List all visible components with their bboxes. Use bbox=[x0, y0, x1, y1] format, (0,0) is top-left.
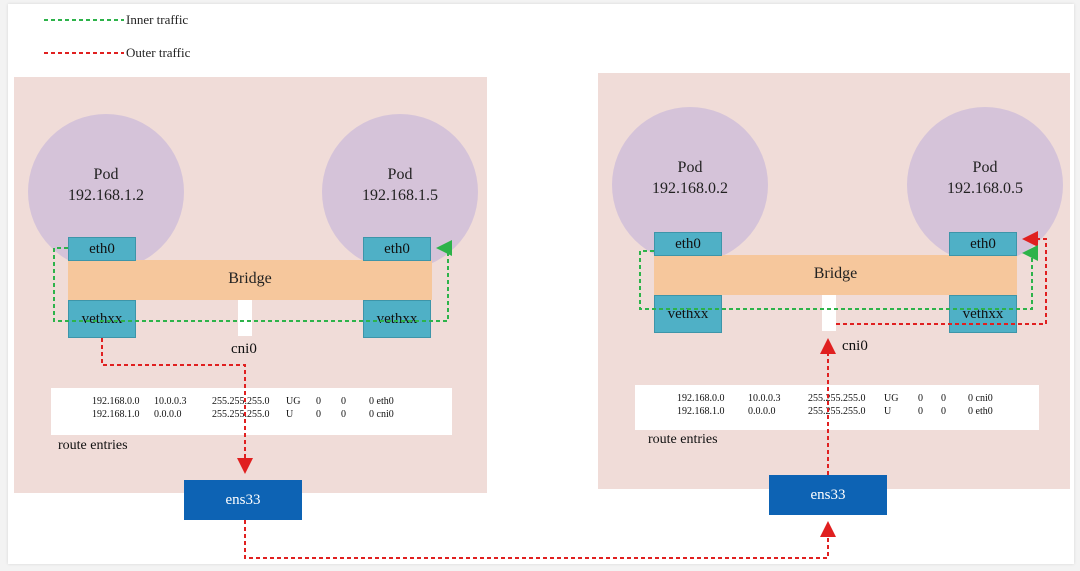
right-bridge-label: Bridge bbox=[813, 265, 858, 282]
left-veth-left: vethxx bbox=[68, 300, 136, 338]
left-pod-1-ip: 192.168.1.2 bbox=[68, 187, 144, 204]
inter-host-traffic-path bbox=[244, 520, 836, 559]
legend-inner-label: Inner traffic bbox=[126, 12, 189, 27]
left-cni0-label: cni0 bbox=[231, 341, 257, 357]
right-pod-2-title: Pod bbox=[972, 159, 998, 176]
left-pod-2-title: Pod bbox=[387, 166, 413, 183]
left-pod-1-title: Pod bbox=[93, 166, 119, 183]
right-veth-left: vethxx bbox=[654, 295, 722, 333]
right-route-row-2: 192.168.1.0 0.0.0.0 255.255.255.0 U 0 0 … bbox=[677, 406, 993, 417]
left-route-row-2: 192.168.1.0 0.0.0.0 255.255.255.0 U 0 0 … bbox=[92, 409, 394, 420]
left-route-table: 192.168.0.0 10.0.0.3 255.255.255.0 UG 0 … bbox=[51, 388, 452, 435]
legend-outer-label: Outer traffic bbox=[126, 45, 191, 60]
left-cni0-port bbox=[238, 300, 252, 336]
left-veth-right: vethxx bbox=[363, 300, 431, 338]
right-eth0-left: eth0 bbox=[654, 232, 722, 256]
right-route-row-1: 192.168.0.0 10.0.0.3 255.255.255.0 UG 0 … bbox=[677, 393, 993, 404]
right-cni0-port bbox=[822, 295, 836, 331]
right-eth0-right: eth0 bbox=[949, 232, 1017, 256]
left-eth0-right: eth0 bbox=[363, 237, 431, 261]
right-ens33-interface: ens33 bbox=[769, 475, 887, 515]
legend-inner-line bbox=[44, 19, 124, 21]
diagram-canvas: Inner traffic Outer traffic Pod 192.168.… bbox=[8, 4, 1074, 564]
right-route-table: 192.168.0.0 10.0.0.3 255.255.255.0 UG 0 … bbox=[635, 385, 1039, 430]
right-cni0-label: cni0 bbox=[842, 338, 868, 354]
legend-outer-line bbox=[44, 52, 124, 54]
left-eth0-left: eth0 bbox=[68, 237, 136, 261]
left-ens33-interface: ens33 bbox=[184, 480, 302, 520]
right-pod-1-ip: 192.168.0.2 bbox=[652, 180, 728, 197]
right-pod-1-title: Pod bbox=[677, 159, 703, 176]
left-bridge-label: Bridge bbox=[228, 270, 272, 287]
left-route-caption: route entries bbox=[58, 438, 128, 453]
left-route-row-1: 192.168.0.0 10.0.0.3 255.255.255.0 UG 0 … bbox=[92, 396, 394, 407]
right-pod-2-ip: 192.168.0.5 bbox=[947, 180, 1023, 197]
right-route-caption: route entries bbox=[648, 432, 718, 447]
left-pod-2-ip: 192.168.1.5 bbox=[362, 187, 438, 204]
right-veth-right: vethxx bbox=[949, 295, 1017, 333]
